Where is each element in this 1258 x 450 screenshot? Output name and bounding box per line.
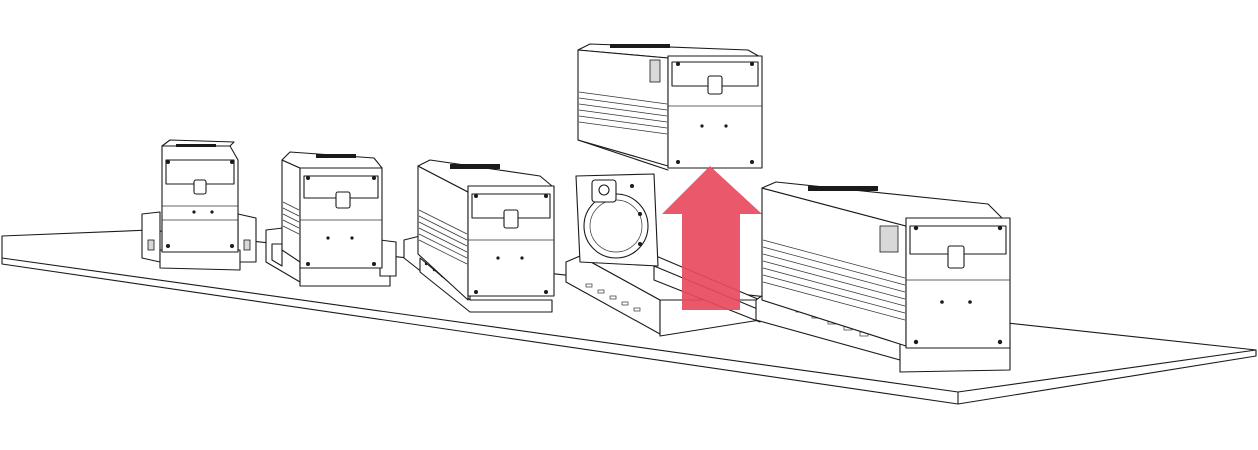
unit-lifted [577, 43, 763, 171]
unit-small [141, 139, 257, 271]
unit-extra-large [755, 181, 1011, 373]
arrow-up-icon [662, 166, 762, 310]
unit-medium [265, 151, 397, 287]
unit-large [403, 159, 555, 313]
